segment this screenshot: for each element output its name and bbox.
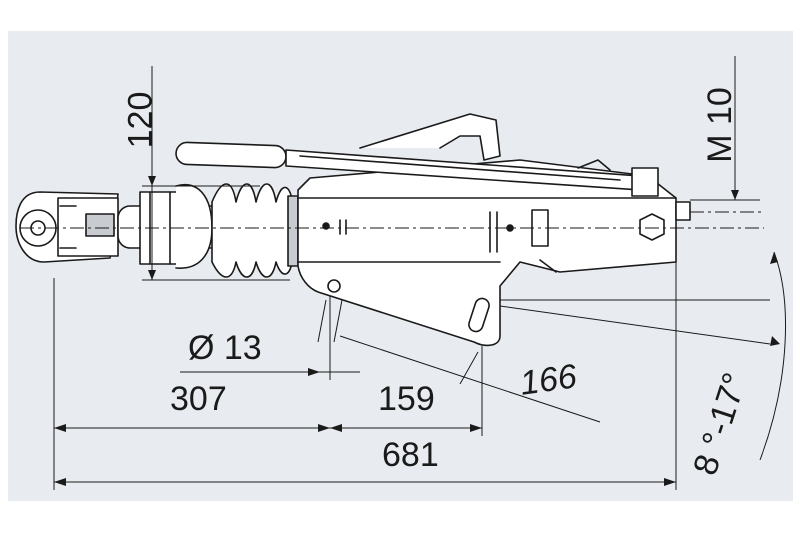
height-120-dimension <box>142 66 290 281</box>
hole-diameter-dimension <box>180 299 360 373</box>
angle-arc <box>759 251 786 461</box>
arrowheads <box>54 176 780 486</box>
dimension-label-307: 307 <box>170 380 227 418</box>
coupling-head <box>15 191 119 263</box>
centerline <box>20 211 764 229</box>
extension-lines <box>53 262 771 490</box>
dimension-label-hole-diameter: Ø 13 <box>188 329 262 367</box>
dimension-label-159: 159 <box>378 380 435 418</box>
dimension-label-681: 681 <box>382 436 439 474</box>
brake-lever <box>175 113 659 197</box>
length-166-dimension <box>339 335 601 423</box>
dimension-label-166: 166 <box>517 357 580 403</box>
clamp-handle <box>117 184 223 269</box>
dimension-label-height: 120 <box>121 91 160 149</box>
bolt-m10-dimension <box>690 56 760 201</box>
dimension-label-bolt: M 10 <box>700 87 739 163</box>
bellows <box>211 183 299 278</box>
